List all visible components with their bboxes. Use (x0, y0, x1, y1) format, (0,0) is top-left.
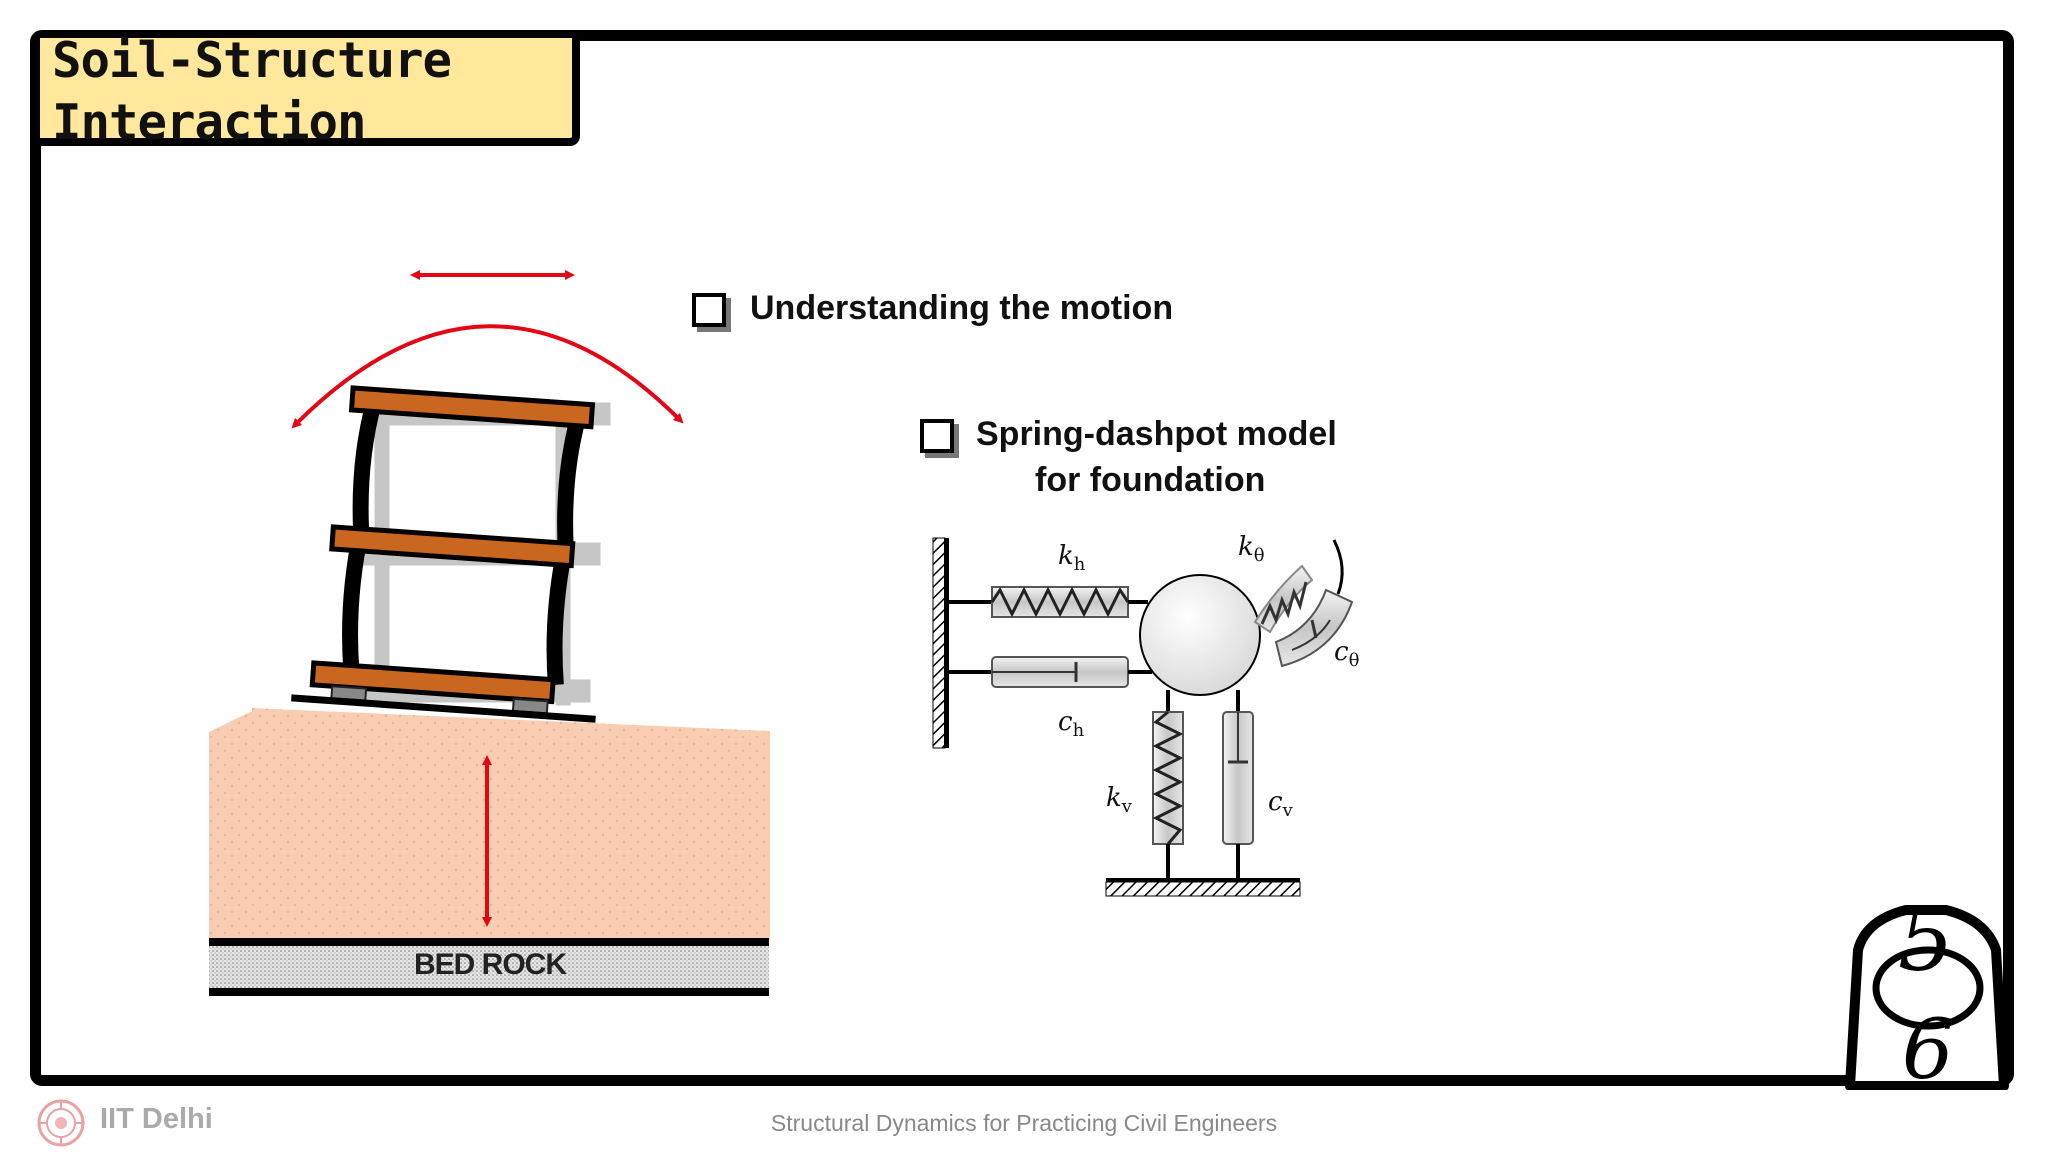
label-ch: ch (1058, 707, 1085, 741)
vertical-spring-kv (1152, 690, 1184, 878)
slide-title: Soil-Structure Interaction (52, 30, 592, 154)
page-number-bottom: 6 (1902, 1003, 1954, 1090)
floor-slab-bottom (309, 660, 556, 705)
rotational-spring-ktheta (1253, 564, 1314, 634)
vertical-dashpot-cv (1222, 690, 1254, 878)
label-kv: kv (1106, 783, 1133, 817)
soil-layer (209, 708, 770, 940)
page-number-top: 5 (1898, 888, 1954, 991)
foundation-base-plate (291, 694, 596, 723)
title-box (40, 38, 580, 146)
title-line-1: Soil-Structure (52, 32, 452, 89)
label-ctheta: cθ (1334, 637, 1359, 671)
course-title: Structural Dynamics for Practicing Civil… (770, 1110, 1278, 1136)
fixed-ground (1105, 881, 1301, 897)
rotational-dashpot-ctheta (1274, 539, 1354, 668)
rocking-motion-arrow (291, 324, 684, 429)
title-line-2: Interaction (52, 94, 367, 151)
bullet-text-line-1: Spring-dashpot model (976, 415, 1337, 453)
bullet-text-line-2: for foundation (1035, 461, 1266, 499)
checkbox-bullet-icon (920, 419, 954, 453)
horizontal-dashpot-ch (949, 656, 1152, 688)
rocking-building-figure (209, 270, 770, 996)
bullet-text: Understanding the motion (750, 289, 1174, 327)
bullet-spring-dashpot: Spring-dashpot model for foundation (920, 411, 1337, 503)
floor-slab-top (348, 385, 596, 430)
tilted-building (291, 385, 596, 723)
bullet-understanding-motion: Understanding the motion (692, 285, 1173, 331)
iit-delhi-emblem-icon (37, 1099, 85, 1147)
floor-slab-middle (329, 524, 576, 569)
foundation-mass (1139, 574, 1261, 696)
horizontal-spring-kh (949, 586, 1148, 618)
page-number-badge: 5 6 (1845, 888, 2009, 1090)
checkbox-bullet-icon (692, 293, 726, 327)
bedrock-label: BED ROCK (413, 948, 567, 981)
spring-dashpot-diagram: kh ch kθ cθ kv cv (932, 532, 1359, 897)
bedrock-band (209, 940, 769, 995)
label-kh: kh (1058, 541, 1086, 575)
institute-name: IIT Delhi (100, 1103, 213, 1135)
label-ktheta: kθ (1238, 532, 1265, 566)
label-cv: cv (1268, 787, 1294, 821)
fixed-wall (932, 537, 946, 749)
